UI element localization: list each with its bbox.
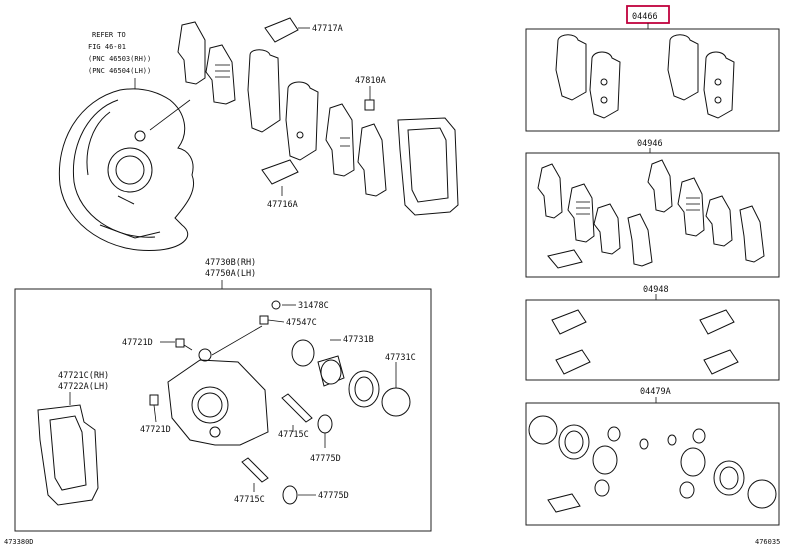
ref-note-line-4: (PNC 46504(LH)) (88, 67, 151, 75)
label-47730B: 47730B(RH) (205, 258, 256, 268)
label-47731B: 47731B (343, 335, 374, 345)
ref-note-line-2: FIG 46-01 (88, 43, 126, 51)
part-47717A: 47717A (264, 17, 343, 43)
part-47716A: 47716A (261, 159, 299, 210)
label-47722A: 47722A(LH) (58, 382, 109, 392)
support-bracket (397, 117, 459, 216)
part-47810A: 47810A (355, 76, 386, 111)
kit-04946-box (525, 152, 780, 278)
footer-left-code: 473380D (4, 538, 34, 546)
label-47775D-bot: 47775D (318, 491, 349, 501)
label-47721D-top: 47721D (122, 338, 153, 348)
kit-04466-box (525, 28, 780, 132)
kit-04946: 04946 (525, 139, 780, 278)
label-47721C: 47721C(RH) (58, 371, 109, 381)
caliper-group: 47730B(RH) 47750A(LH) 31478C 47547C 4772… (14, 258, 432, 532)
label-47721D-bot: 47721D (140, 425, 171, 435)
label-04946: 04946 (637, 139, 663, 149)
label-47775D-top: 47775D (310, 454, 341, 464)
label-47716A: 47716A (267, 200, 298, 210)
footer-right-code: 476035 (755, 538, 780, 546)
label-31478C: 31478C (298, 301, 329, 311)
label-04466: 04466 (632, 12, 658, 22)
caliper-box (14, 288, 432, 532)
label-47547C: 47547C (286, 318, 317, 328)
kit-04948: 04948 (525, 285, 780, 381)
label-47731C: 47731C (385, 353, 416, 363)
ref-note-line-3: (PNC 46503(RH)) (88, 55, 151, 63)
kit-04479A: 04479A (525, 387, 780, 526)
label-47715C-top: 47715C (278, 430, 309, 440)
kit-04479A-box (525, 402, 780, 526)
kit-04466: 04466 (525, 5, 780, 132)
label-47750A: 47750A(LH) (205, 269, 256, 279)
kit-04948-box (525, 299, 780, 381)
label-47810A: 47810A (355, 76, 386, 86)
label-04479A: 04479A (640, 387, 671, 397)
label-47717A: 47717A (312, 24, 343, 34)
brake-pads-shims (177, 21, 387, 197)
dust-shield (58, 88, 194, 252)
label-04948: 04948 (643, 285, 669, 295)
ref-note-line-1: REFER TO (92, 31, 126, 39)
label-47715C-bot: 47715C (234, 495, 265, 505)
